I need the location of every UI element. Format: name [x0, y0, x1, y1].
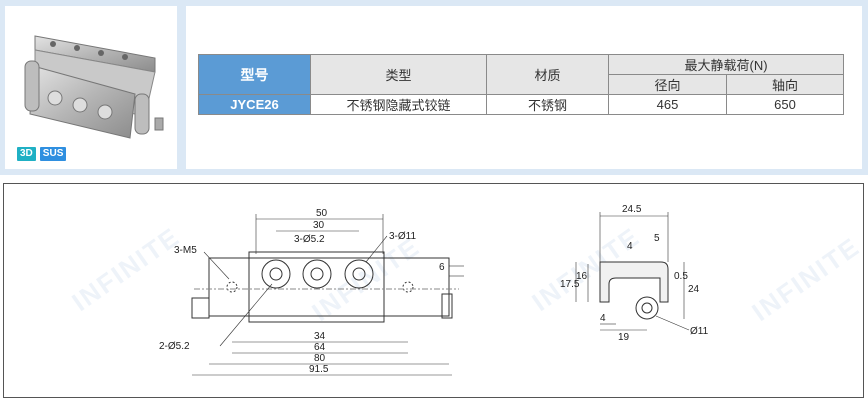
- dim-17-5: 17.5: [560, 279, 580, 290]
- hole-large: [261, 259, 291, 289]
- side-profile: [599, 261, 669, 303]
- drawing-panel: INFINITE INFINITE INFINITE INFINITE: [3, 183, 865, 398]
- badge-3d: 3D: [17, 147, 36, 161]
- table-row: JYCE26 不锈钢隐藏式铰链 不锈钢 465 650: [198, 94, 845, 115]
- front-view: [191, 214, 464, 376]
- badge-sus: SUS: [39, 147, 67, 161]
- pin-right: [441, 293, 453, 319]
- dim-34: 34: [314, 331, 326, 342]
- dim-24: 24: [688, 284, 700, 295]
- dim-5: 5: [654, 233, 660, 244]
- hole-small: [310, 267, 324, 281]
- cell-material: 不锈钢: [486, 94, 609, 115]
- dim-91-5: 91.5: [309, 364, 329, 375]
- hole-small: [352, 267, 366, 281]
- header-material: 材质: [486, 54, 609, 95]
- hole-large: [344, 259, 374, 289]
- leader-line: [219, 283, 273, 347]
- top-band: 3D SUS 型号 类型 材质 最大静载荷(N) 径向 轴向 JYCE26 不锈…: [0, 0, 868, 175]
- dim-6: 6: [439, 262, 445, 273]
- leader-line: [655, 315, 690, 331]
- side-knuckle: [635, 296, 659, 320]
- leader-line: [365, 235, 388, 263]
- header-radial: 径向: [608, 74, 727, 95]
- dim-4-bottom: 4: [600, 313, 606, 324]
- hinge-body: [208, 257, 450, 317]
- hole-small: [269, 267, 283, 281]
- header-max-load: 最大静载荷(N): [607, 54, 845, 75]
- hinge-photo: [24, 35, 164, 139]
- hole-large: [302, 259, 332, 289]
- cell-type: 不锈钢隐藏式铰链: [310, 94, 487, 115]
- dim-3-d52: 3-Ø5.2: [294, 234, 325, 245]
- product-photo-card: 3D SUS: [5, 6, 177, 169]
- pin-left: [191, 297, 210, 319]
- dim-0-5: 0.5: [674, 271, 688, 282]
- cell-radial: 465: [608, 94, 727, 115]
- dim-d11: Ø11: [690, 326, 709, 337]
- thread-hole: [402, 281, 414, 293]
- dim-2-d52: 2-Ø5.2: [159, 341, 190, 352]
- cell-axial: 650: [725, 94, 845, 115]
- dim-3-d11: 3-Ø11: [389, 231, 416, 242]
- side-view: [575, 212, 690, 331]
- side-pin: [641, 302, 653, 314]
- dim-16: 16: [576, 271, 588, 282]
- dim-3-m5: 3-M5: [174, 245, 197, 256]
- leader-line: [203, 251, 230, 280]
- dim-4-top: 4: [627, 241, 633, 252]
- technical-drawing: 50 30 3-Ø5.2 3-Ø11 3-M5 6 34 64 80 91.5 …: [159, 204, 709, 376]
- dim-19: 19: [618, 332, 630, 343]
- cell-model: JYCE26: [198, 94, 311, 115]
- thread-hole: [226, 281, 238, 293]
- header-type: 类型: [310, 54, 487, 95]
- dim-80: 80: [314, 353, 326, 364]
- dim-24-5: 24.5: [622, 204, 642, 215]
- hinge-knuckle: [248, 251, 385, 323]
- spec-table: 型号 类型 材质 最大静载荷(N) 径向 轴向 JYCE26 不锈钢隐藏式铰链 …: [198, 54, 845, 115]
- header-model: 型号: [198, 54, 311, 95]
- header-axial: 轴向: [725, 74, 845, 95]
- dim-30: 30: [313, 220, 325, 231]
- dim-64: 64: [314, 342, 326, 353]
- spec-table-card: 型号 类型 材质 最大静载荷(N) 径向 轴向 JYCE26 不锈钢隐藏式铰链 …: [186, 6, 862, 169]
- badge-group: 3D SUS: [17, 147, 67, 161]
- dim-50: 50: [316, 208, 328, 219]
